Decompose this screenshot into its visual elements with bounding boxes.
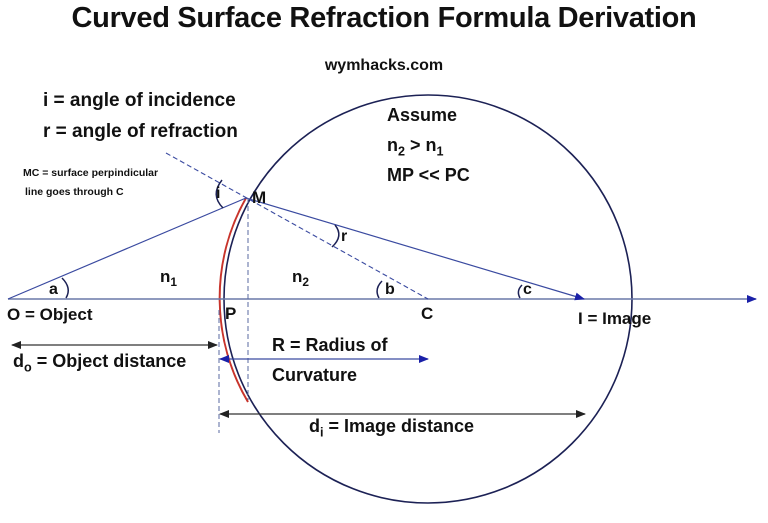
- medium-n2-label: n2: [292, 267, 310, 290]
- assume-mp-pc: MP << PC: [387, 165, 470, 185]
- angle-c-label: c: [523, 281, 532, 298]
- normal-note-line1: MC = surface perpindicular: [23, 167, 159, 179]
- refracted-ray: [245, 197, 585, 301]
- angle-arc-a: [61, 277, 69, 299]
- point-p-label: P: [225, 304, 237, 323]
- object-distance-label: do = Object distance: [13, 351, 187, 375]
- medium-n1-label: n1: [160, 267, 178, 290]
- legend-incidence: i = angle of incidence: [43, 90, 236, 111]
- angle-arc-i: [215, 179, 224, 209]
- assume-index-relation: n2 > n1: [387, 135, 444, 159]
- point-m-label: M: [252, 188, 267, 207]
- page-title: Curved Surface Refraction Formula Deriva…: [71, 2, 697, 34]
- legend-refraction: r = angle of refraction: [43, 121, 238, 142]
- normal-note-line2: line goes through C: [25, 186, 124, 198]
- angle-i-label: i: [216, 185, 221, 202]
- image-label: I = Image: [578, 309, 652, 328]
- radius-label-line1: R = Radius of: [272, 335, 388, 355]
- normal-line: [165, 152, 429, 300]
- incident-ray: [7, 197, 247, 300]
- angle-arc-r: [331, 224, 340, 248]
- angle-b-label: b: [385, 281, 395, 298]
- website-label: wymhacks.com: [324, 57, 444, 74]
- assume-heading: Assume: [387, 105, 458, 125]
- angle-a-label: a: [49, 281, 58, 298]
- angle-arc-b: [376, 280, 383, 299]
- object-label: O = Object: [7, 305, 93, 324]
- image-distance-label: di = Image distance: [309, 416, 475, 440]
- radius-label-line2: Curvature: [272, 365, 358, 385]
- angle-r-label: r: [341, 228, 348, 245]
- angle-arc-c: [517, 284, 523, 299]
- point-c-label: C: [421, 304, 434, 323]
- refracting-surface-arc: [218, 197, 249, 403]
